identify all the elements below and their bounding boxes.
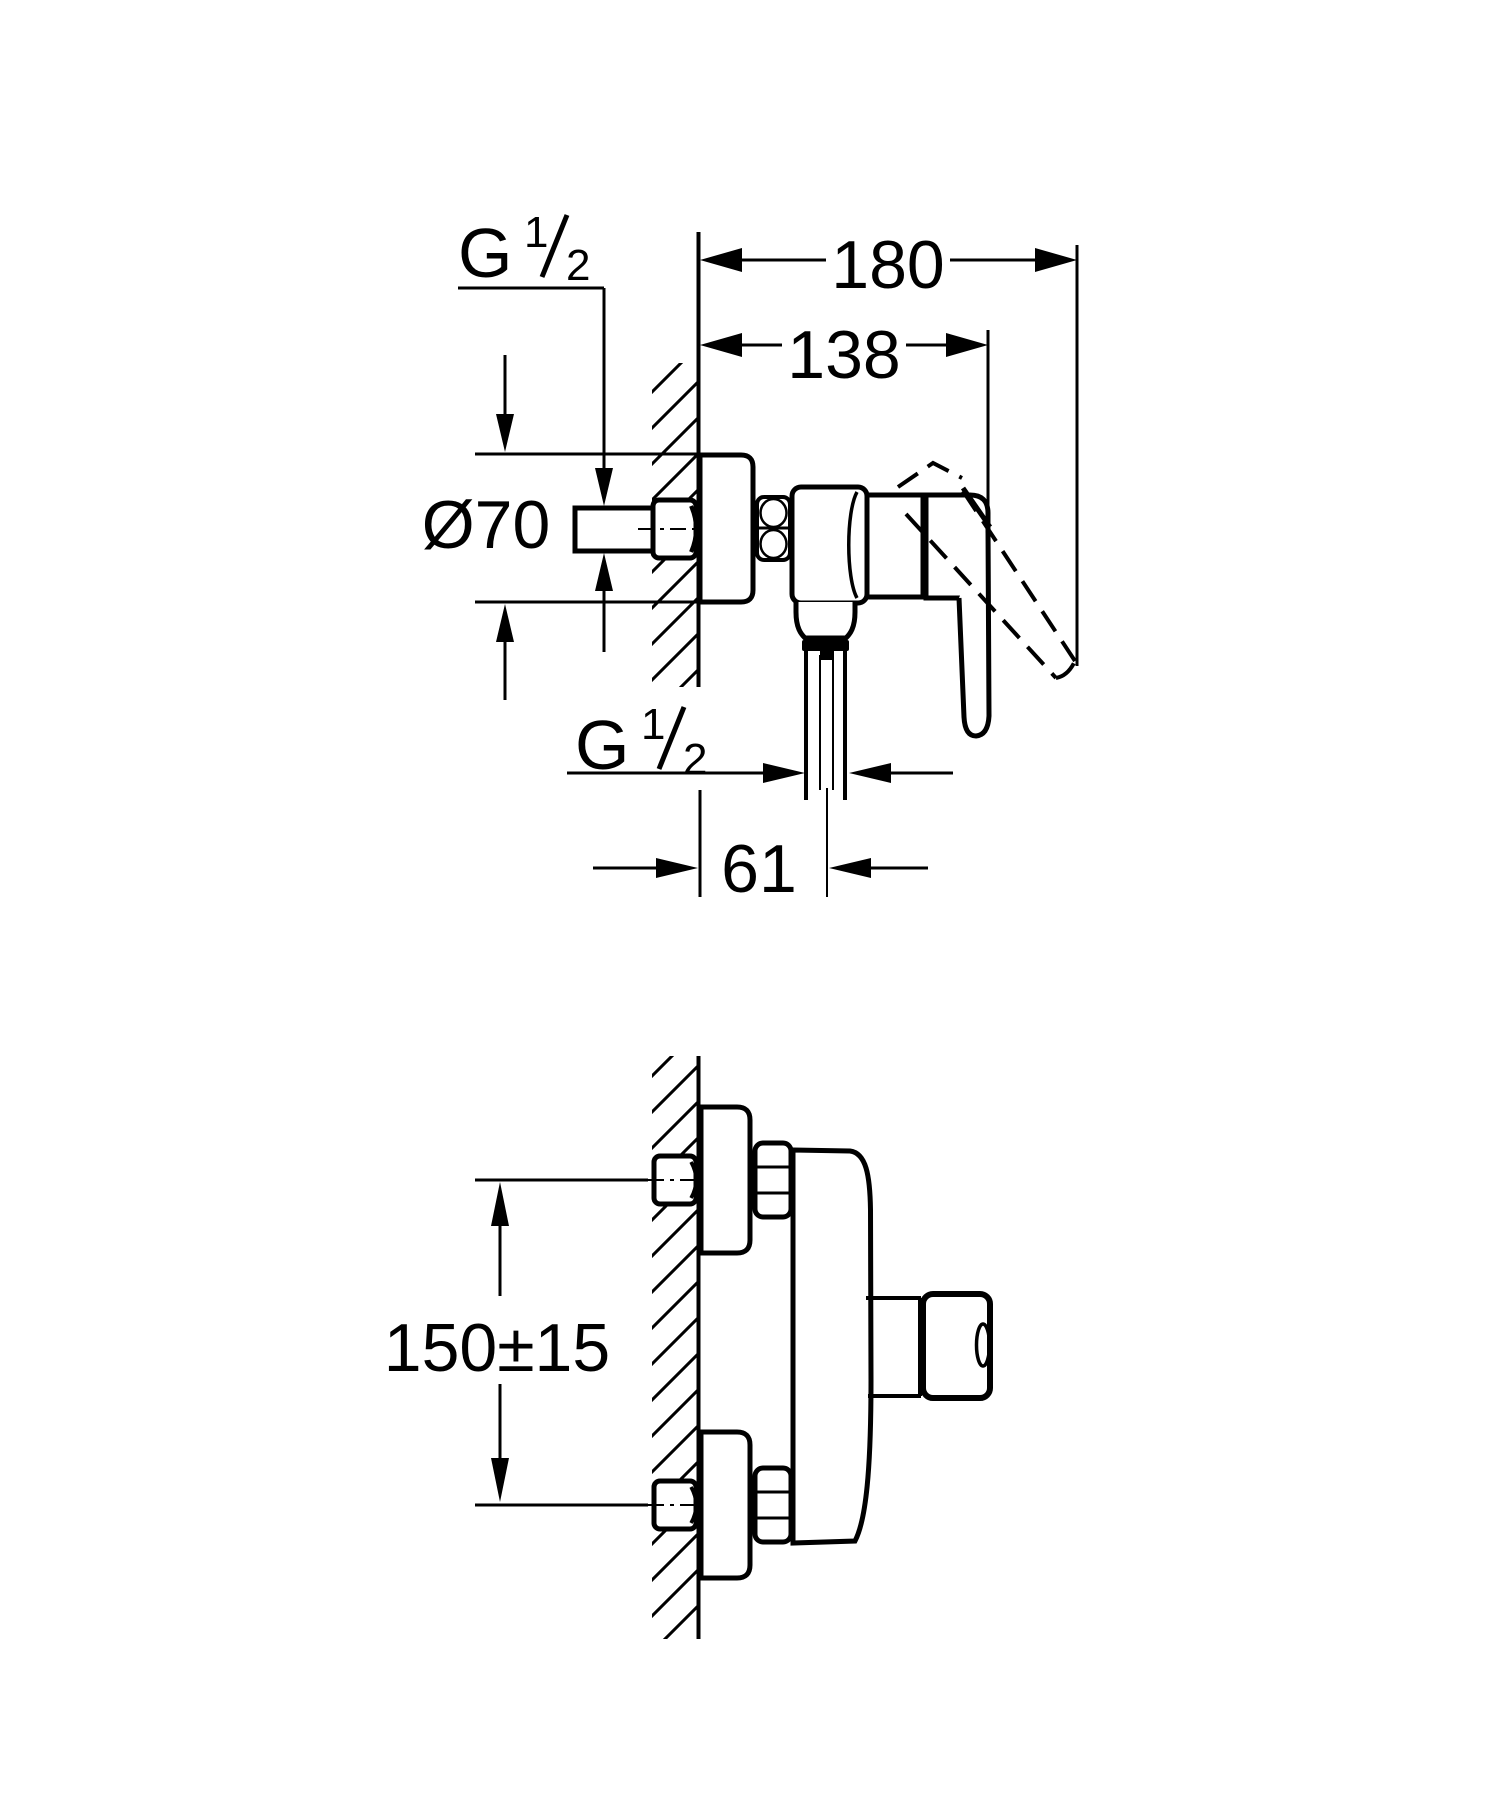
hex-facet-lines	[755, 1165, 791, 1195]
lower-connection	[648, 1429, 794, 1581]
dim-label-diameter: Ø70	[422, 487, 551, 563]
thread-denominator: 2	[683, 735, 707, 784]
outlet-opening	[974, 1322, 992, 1368]
arrow-right-icon	[656, 858, 698, 878]
outlet-neck	[866, 1296, 922, 1398]
arrow-down-icon	[595, 468, 613, 506]
outlet-front	[866, 1291, 993, 1401]
valve-body-front	[790, 1147, 874, 1546]
fraction-slash	[539, 214, 570, 278]
arrow-down-icon	[491, 1458, 509, 1502]
arrow-left-icon	[700, 333, 742, 357]
lever-handle-open-position	[896, 460, 1077, 680]
body-outline	[789, 484, 870, 606]
lever-handle	[956, 486, 993, 739]
dimension-outlet-offset: 61	[593, 790, 928, 907]
thread-numerator: 1	[524, 208, 548, 257]
lever-dashed-lower-edge	[904, 512, 1058, 680]
inlet-connection	[572, 497, 702, 561]
leader-line	[458, 286, 606, 468]
valve-body	[789, 484, 991, 606]
arrow-down-icon	[496, 414, 514, 452]
dimension-escutcheon-diameter: Ø70	[422, 355, 697, 700]
dim-label-138: 138	[787, 317, 900, 393]
arrow-up-icon	[491, 1182, 509, 1226]
dimension-connection-spacing: 150±15	[384, 1178, 648, 1507]
outlet-ring	[802, 640, 849, 651]
escutcheon	[697, 452, 756, 605]
dim-label-180: 180	[831, 227, 944, 303]
outlet-pipe-edges	[804, 651, 847, 800]
dim-label-61: 61	[721, 831, 797, 907]
inlet-thread-label: G 1 2	[458, 208, 613, 652]
outlet-ring-tab	[820, 651, 834, 660]
outlet-shoulder	[793, 602, 858, 641]
side-view: 180 138 G 1 2	[422, 208, 1079, 907]
escutcheon	[698, 1104, 753, 1256]
dimension-body-depth: 138	[700, 317, 990, 598]
escutcheon	[698, 1429, 753, 1581]
wall-hatching-bottom	[652, 1056, 698, 1639]
upper-connection	[648, 1104, 794, 1256]
dimension-total-depth: 180	[700, 227, 1079, 666]
hex-facet-lines	[755, 1490, 791, 1520]
shower-outlet	[793, 602, 858, 897]
thread-letter: G	[575, 706, 629, 784]
arrow-up-icon	[595, 553, 613, 591]
thread-numerator: 1	[641, 700, 665, 749]
front-view: 150±15	[384, 1056, 993, 1639]
hex-nut	[755, 495, 792, 562]
lever-dashed-tip	[1055, 660, 1077, 680]
arrow-right-icon	[763, 763, 805, 783]
body-cylinder-arc	[847, 491, 859, 599]
arrow-left-icon	[829, 858, 871, 878]
arrow-up-icon	[496, 604, 514, 642]
thread-letter: G	[458, 214, 512, 292]
outlet-pipe-bore	[819, 655, 834, 790]
fraction-slash	[656, 706, 687, 770]
hex-facet-arc	[759, 528, 788, 560]
hex-nut	[752, 1465, 794, 1545]
arrow-left-icon	[700, 248, 742, 272]
cartridge-collar	[864, 492, 926, 600]
arrow-right-icon	[946, 333, 988, 357]
hex-facet-arc	[759, 497, 788, 529]
arrow-left-icon	[849, 763, 891, 783]
outlet-thread-label: G 1 2	[567, 700, 953, 784]
outlet-cap	[920, 1291, 993, 1401]
dim-label-150: 150±15	[384, 1310, 610, 1386]
lever-dashed-heel	[896, 460, 963, 489]
hex-nut	[752, 1140, 794, 1220]
lever-blade	[956, 526, 992, 739]
supply-pipe	[572, 505, 653, 554]
arrow-right-icon	[1035, 248, 1077, 272]
thread-denominator: 2	[566, 241, 590, 290]
